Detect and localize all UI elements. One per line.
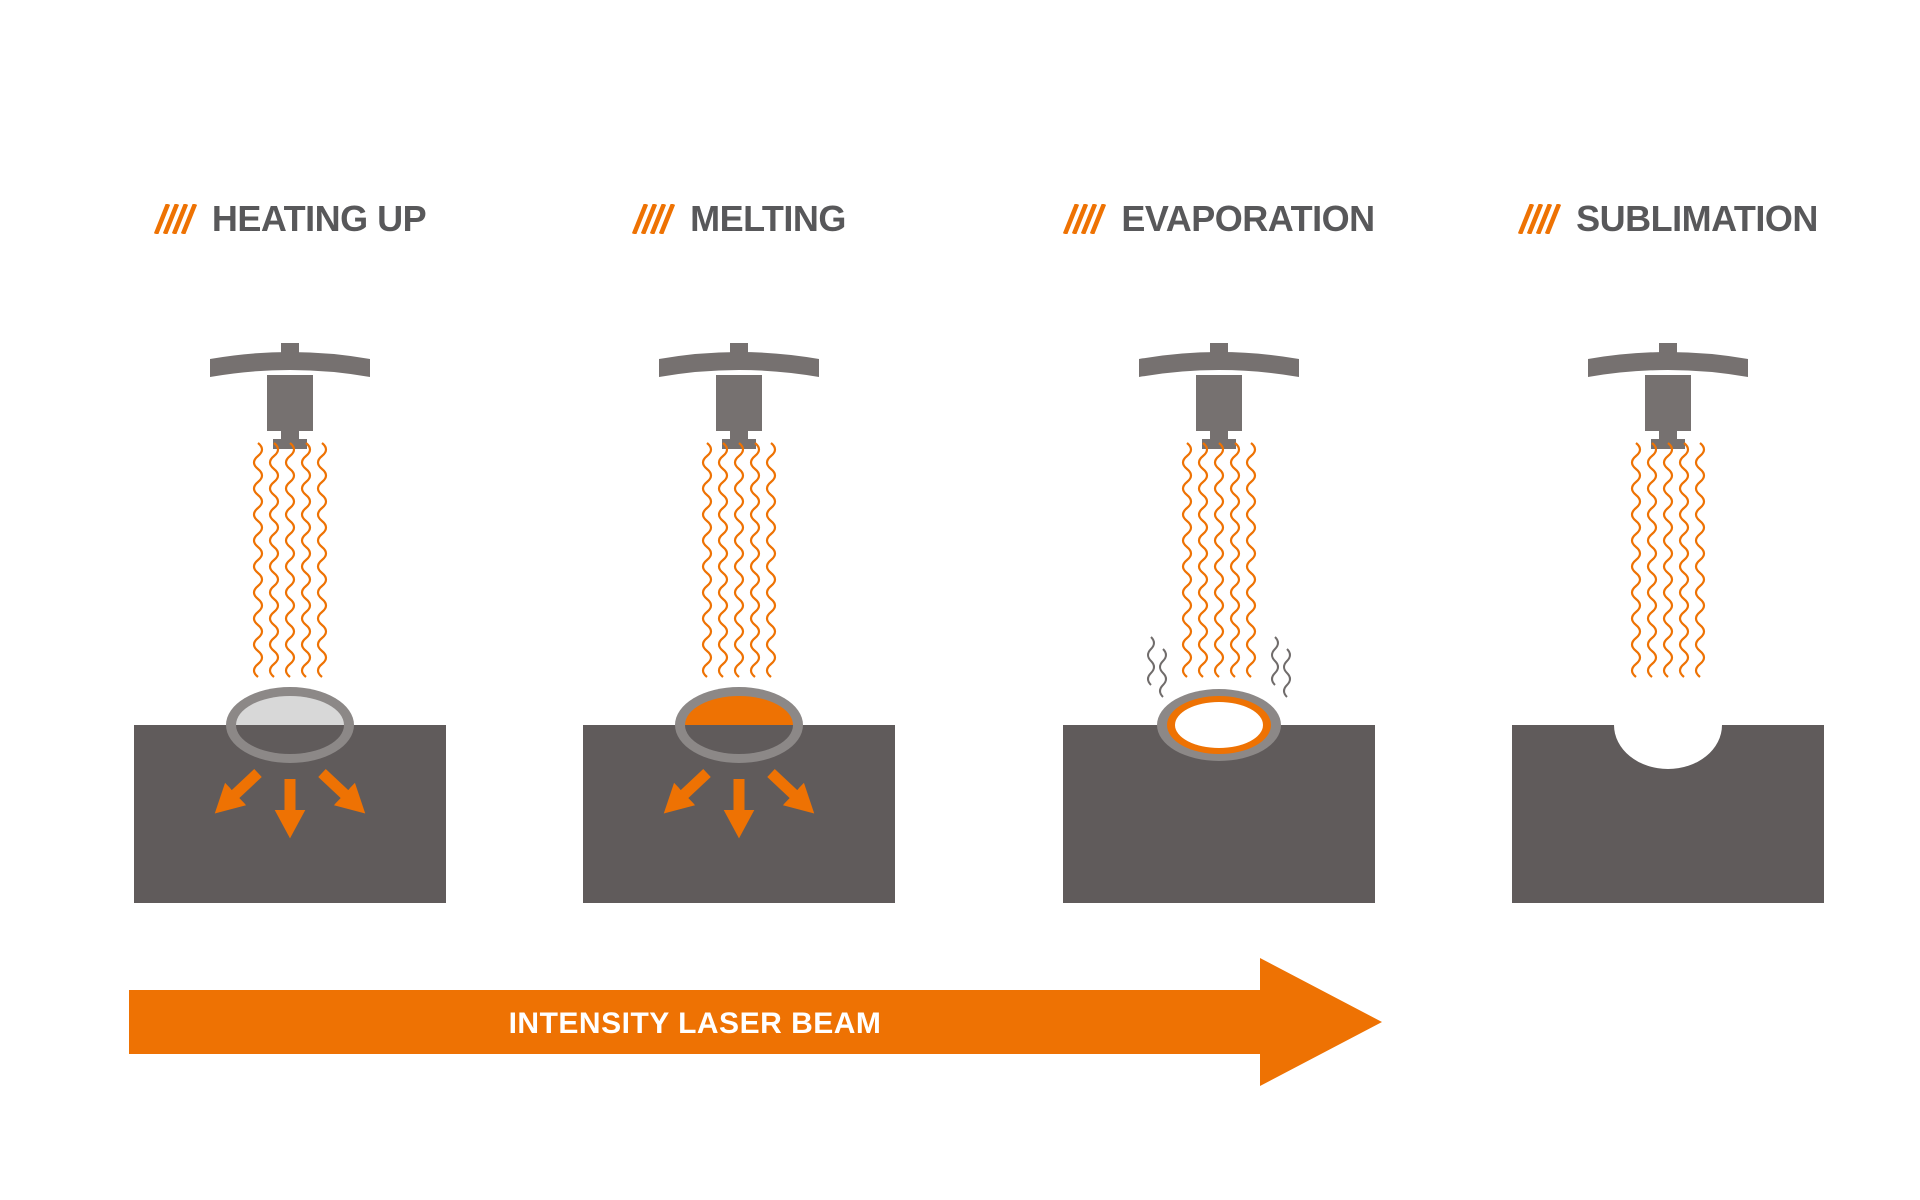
intensity-arrow: INTENSITY LASER BEAM (120, 950, 1400, 1105)
wavy-laser-beam (254, 443, 326, 677)
intensity-arrow-label: INTENSITY LASER BEAM (509, 1007, 882, 1040)
wavy-laser-beam (703, 443, 775, 677)
panel-label: EVAPORATION (1121, 198, 1375, 239)
panel-title: EVAPORATION (1029, 198, 1409, 240)
panel-label: SUBLIMATION (1576, 198, 1818, 239)
panel-graphic (1512, 343, 1824, 903)
panel-graphic (134, 343, 446, 903)
panel-sublimation: SUBLIMATION (1478, 0, 1858, 1200)
panel-title: MELTING (549, 198, 929, 240)
panel-label: HEATING UP (211, 198, 427, 239)
panel-melting: MELTING (549, 0, 929, 1200)
panel-graphic (1063, 343, 1375, 903)
panel-graphic (583, 343, 895, 903)
panel-evaporation: EVAPORATION (1029, 0, 1409, 1200)
panel-title: HEATING UP (100, 198, 480, 240)
heat-spread-arrows (663, 768, 815, 839)
heat-spread-arrows (214, 768, 366, 839)
panel-heating-up: HEATING UP (100, 0, 480, 1200)
panel-label: MELTING (690, 198, 846, 239)
wavy-laser-beam (1632, 443, 1704, 677)
sublimation-cavity (1614, 681, 1722, 769)
heat-dome (226, 687, 354, 763)
laser-head-icon (1588, 343, 1748, 449)
right-arrow: INTENSITY LASER BEAM (129, 958, 1382, 1086)
right-arrow-shape (129, 958, 1382, 1086)
wavy-laser-beam (1183, 443, 1255, 677)
orange-slashes-icon (153, 204, 197, 234)
evaporation-cavity (1157, 689, 1281, 761)
orange-slashes-icon (1518, 204, 1562, 234)
orange-slashes-icon (1063, 204, 1107, 234)
laser-head-icon (659, 343, 819, 449)
laser-head-icon (210, 343, 370, 449)
orange-slashes-icon (632, 204, 676, 234)
panel-title: SUBLIMATION (1478, 198, 1858, 240)
melt-pool (675, 687, 803, 763)
laser-head-icon (1139, 343, 1299, 449)
vapor-squiggle-lines (1147, 636, 1291, 698)
